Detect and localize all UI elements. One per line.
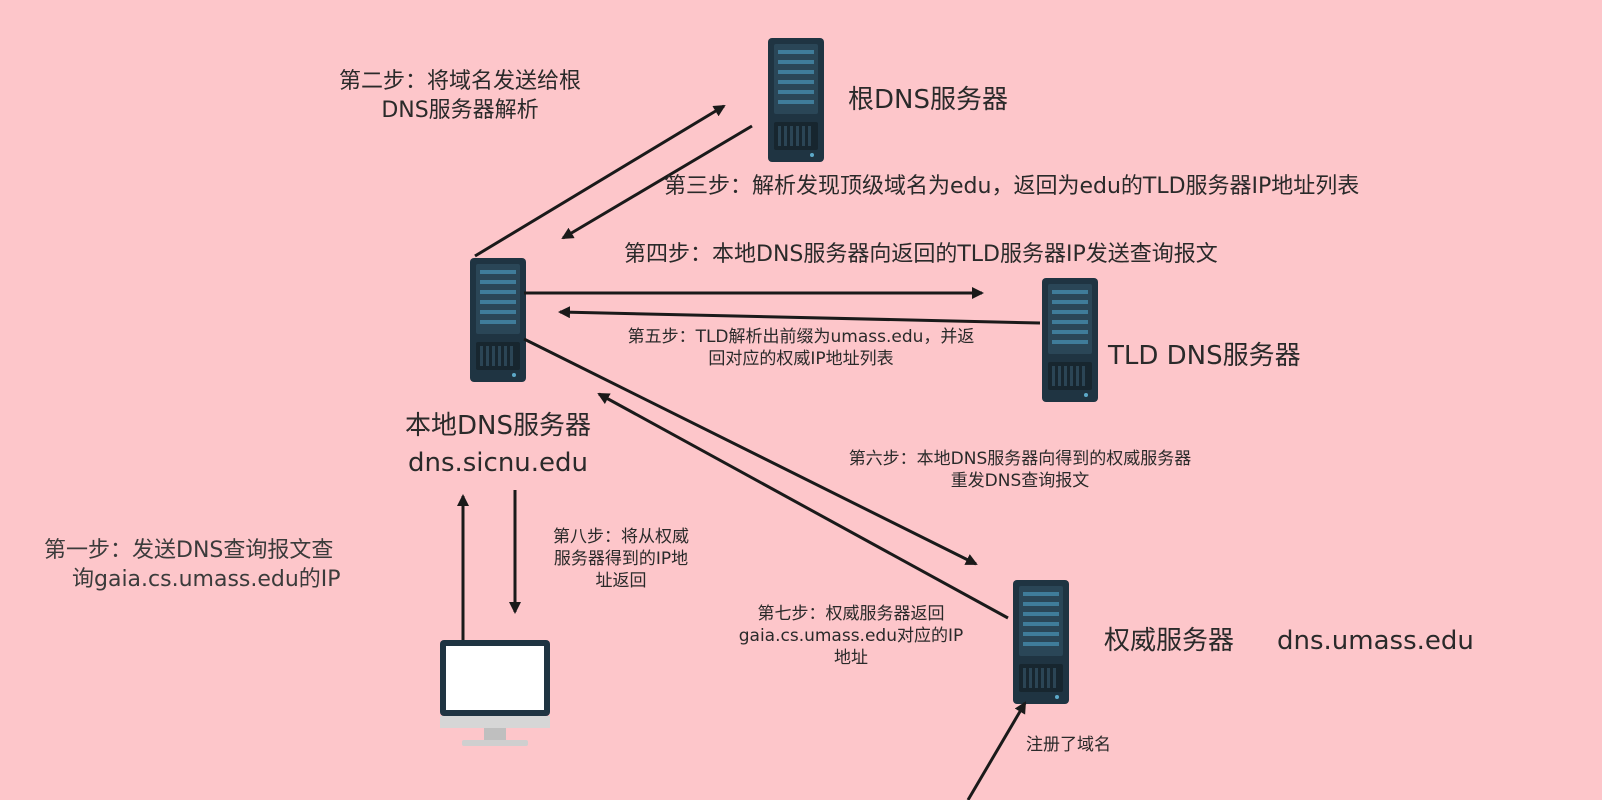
- auth-server-label: 权威服务器: [1104, 626, 1235, 656]
- step8-label: 第八步：将从权威 服务器得到的IP地 址返回: [525, 526, 717, 592]
- step7-line1: 第七步：权威服务器返回: [757, 604, 945, 624]
- arrow-step2: [474, 104, 726, 258]
- auth-server-domain: dns.umass.edu: [1277, 626, 1474, 656]
- arrow-step3: [561, 124, 753, 240]
- step2-line1: 第二步：将域名发送给根: [338, 69, 581, 94]
- step3-label: 第三步：解析发现顶级域名为edu，返回为edu的TLD服务器IP地址列表: [664, 174, 1360, 199]
- arrow-registered: [966, 701, 1027, 800]
- step5-label: 第五步：TLD解析出前缀为umass.edu，并返 回对应的权威IP地址列表: [566, 326, 1036, 370]
- step2-line2: DNS服务器解析: [381, 97, 539, 123]
- step7-label: 第七步：权威服务器返回 gaia.cs.umass.edu对应的IP 地址: [698, 603, 1004, 669]
- arrow-step5: [558, 306, 1041, 325]
- step8-line3: 址返回: [595, 571, 647, 592]
- auth-server-icon: [1013, 580, 1069, 704]
- registered-domain-note: 注册了域名: [1026, 735, 1111, 755]
- step7-line2: gaia.cs.umass.edu对应的IP: [738, 626, 964, 647]
- root-dns-server-label: 根DNS服务器: [848, 85, 1008, 115]
- root-server-icon: [768, 38, 824, 162]
- monitor-icon: [440, 640, 550, 746]
- step4-label: 第四步：本地DNS服务器向返回的TLD服务器IP发送查询报文: [624, 242, 1218, 267]
- step5-line1: 第五步：TLD解析出前缀为umass.edu，并返: [627, 327, 975, 347]
- step6-line2: 重发DNS查询报文: [950, 471, 1090, 492]
- step1-label: 第一步：发送DNS查询报文查 询gaia.cs.umass.edu的IP: [44, 537, 416, 594]
- arrow-step7: [597, 392, 1009, 620]
- step6-line1: 第六步：本地DNS服务器向得到的权威服务器: [848, 449, 1192, 469]
- step6-label: 第六步：本地DNS服务器向得到的权威服务器 重发DNS查询报文: [782, 448, 1258, 492]
- step8-line2: 服务器得到的IP地: [553, 549, 689, 570]
- step7-line3: 地址: [834, 648, 868, 669]
- step2-label: 第二步：将域名发送给根 DNS服务器解析: [314, 68, 606, 125]
- step8-line1: 第八步：将从权威: [553, 527, 689, 547]
- step1-line2: 询gaia.cs.umass.edu的IP: [72, 566, 341, 592]
- local-server-icon: [470, 258, 526, 382]
- step1-line1: 第一步：发送DNS查询报文查: [44, 538, 334, 563]
- local-dns-server-label: 本地DNS服务器: [405, 411, 591, 441]
- local-dns-server-domain: dns.sicnu.edu: [407, 448, 589, 478]
- tld-server-icon: [1042, 278, 1098, 402]
- tld-dns-server-label: TLD DNS服务器: [1108, 341, 1301, 371]
- step5-line2: 回对应的权威IP地址列表: [708, 349, 894, 370]
- arrow-step6: [523, 337, 978, 566]
